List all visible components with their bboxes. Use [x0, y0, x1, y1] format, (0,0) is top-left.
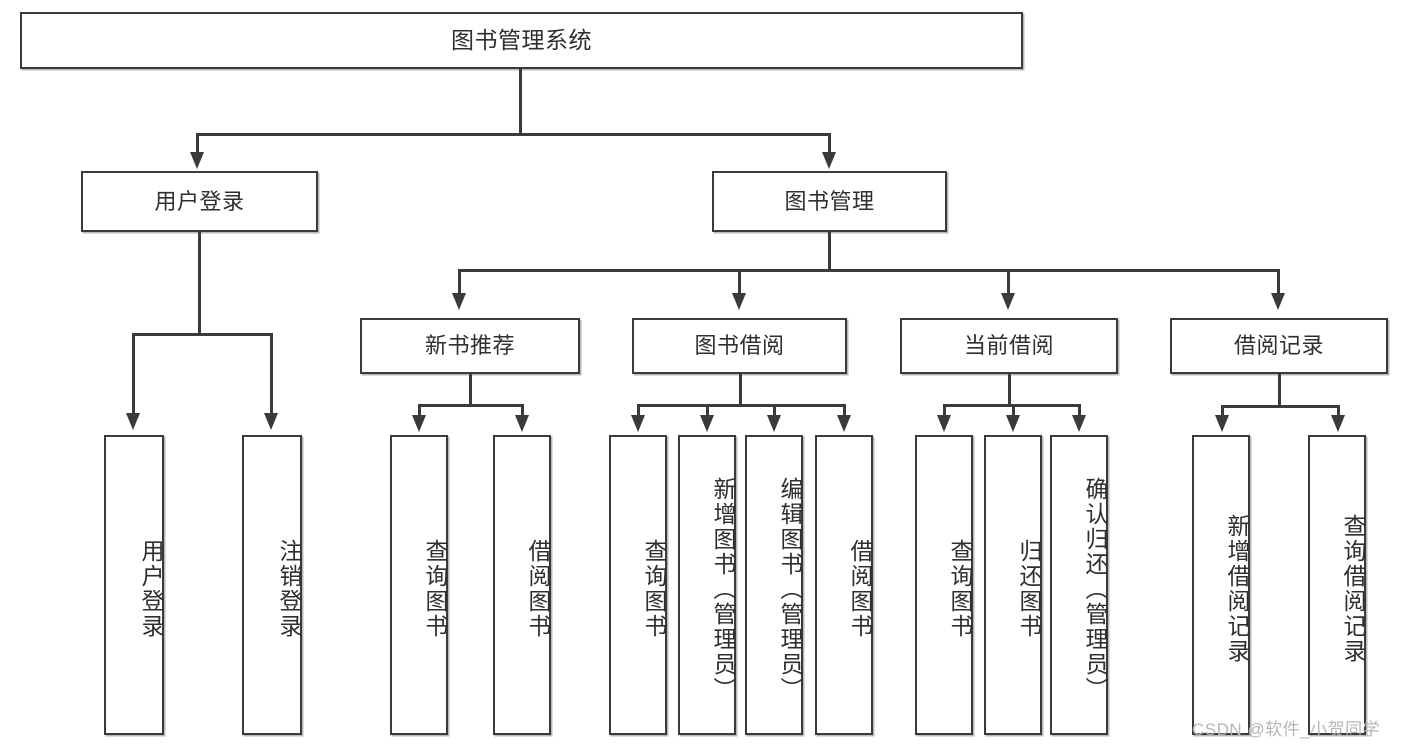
leaf-cb-return-book[interactable]: 归还图书	[984, 435, 1042, 735]
connector-root-to-user-login	[196, 133, 199, 155]
connector-bb-stem	[739, 374, 742, 406]
node-label: 当前借阅	[963, 333, 1054, 359]
leaf-cb-confirm-return-admin[interactable]: 确认归还（管理员）	[1050, 435, 1108, 735]
connector-bb-child-3	[773, 404, 776, 420]
connector-root-to-book-manage	[828, 133, 831, 155]
connector-cb-child-2	[1012, 404, 1015, 420]
node-label: 用户登录	[154, 188, 245, 214]
arrow-bm-child-4	[1271, 293, 1285, 310]
leaf-cb-query-book[interactable]: 查询图书	[915, 435, 973, 735]
leaf-br-query-record[interactable]: 查询借阅记录	[1308, 435, 1366, 735]
node-new-book-recommend[interactable]: 新书推荐	[360, 318, 580, 374]
connector-nbr-child-1	[418, 404, 421, 420]
node-label: 用户登录	[138, 539, 164, 639]
connector-root-bar	[197, 133, 830, 136]
arrow-cb-child-1	[937, 415, 951, 432]
arrow-user-login-child-2	[264, 413, 278, 430]
leaf-bb-query-book[interactable]: 查询图书	[609, 435, 667, 735]
connector-bb-child-2	[706, 404, 709, 420]
node-label: 图书管理	[784, 188, 875, 214]
connector-book-management-bar	[458, 269, 1280, 272]
leaf-bb-borrow-book[interactable]: 借阅图书	[815, 435, 873, 735]
connector-br-child-2	[1337, 405, 1340, 420]
node-label: 查询图书	[641, 539, 667, 639]
leaf-nbr-borrow-book[interactable]: 借阅图书	[493, 435, 551, 735]
node-current-borrow[interactable]: 当前借阅	[900, 318, 1118, 374]
leaf-bb-edit-book-admin[interactable]: 编辑图书（管理员）	[745, 435, 803, 735]
connector-bm-child-3	[1007, 269, 1010, 295]
leaf-nbr-query-book[interactable]: 查询图书	[390, 435, 448, 735]
connector-bb-bar	[637, 404, 846, 407]
arrow-bm-child-1	[452, 293, 466, 310]
node-label: 新书推荐	[424, 333, 515, 359]
connector-bm-child-1	[458, 269, 461, 295]
connector-bb-child-1	[637, 404, 640, 420]
arrow-root-to-user-login	[190, 152, 204, 169]
node-label: 注销登录	[276, 539, 302, 639]
node-label: 借阅图书	[525, 539, 551, 639]
arrow-bb-child-2	[700, 415, 714, 432]
node-book-management[interactable]: 图书管理	[712, 171, 947, 232]
leaf-user-login-logout[interactable]: 注销登录	[242, 435, 302, 735]
arrow-cb-child-2	[1006, 415, 1020, 432]
connector-user-login-bar	[132, 333, 273, 336]
node-root-system[interactable]: 图书管理系统	[20, 12, 1023, 69]
node-book-borrow[interactable]: 图书借阅	[632, 318, 847, 374]
node-label: 编辑图书（管理员）	[777, 476, 803, 702]
arrow-root-to-book-manage	[822, 152, 836, 169]
connector-cb-child-1	[943, 404, 946, 420]
connector-nbr-child-2	[521, 404, 524, 420]
connector-user-login-stem	[198, 232, 201, 335]
node-label: 新增借阅记录	[1224, 514, 1250, 664]
csdn-watermark: CSDN @软件_小贺同学	[1192, 720, 1381, 739]
arrow-user-login-child-1	[126, 413, 140, 430]
connector-bm-child-2	[738, 269, 741, 295]
arrow-bb-child-1	[631, 415, 645, 432]
node-label: 归还图书	[1016, 539, 1042, 639]
arrow-bm-child-3	[1001, 293, 1015, 310]
node-label: 借阅图书	[847, 539, 873, 639]
connector-br-stem	[1278, 374, 1281, 407]
node-borrow-record[interactable]: 借阅记录	[1170, 318, 1388, 374]
node-label: 图书借阅	[694, 333, 785, 359]
connector-root-stem	[519, 69, 522, 135]
connector-bm-child-4	[1277, 269, 1280, 295]
arrow-nbr-child-2	[515, 415, 529, 432]
arrow-bb-child-4	[837, 415, 851, 432]
node-user-login[interactable]: 用户登录	[81, 171, 318, 232]
connector-br-bar	[1221, 405, 1340, 408]
connector-user-login-child-1	[132, 333, 135, 415]
arrow-cb-child-3	[1072, 415, 1086, 432]
arrow-br-child-1	[1215, 415, 1229, 432]
leaf-br-add-record[interactable]: 新增借阅记录	[1192, 435, 1250, 735]
node-label: 图书管理系统	[451, 26, 592, 53]
connector-br-child-1	[1221, 405, 1224, 420]
leaf-bb-add-book-admin[interactable]: 新增图书（管理员）	[678, 435, 736, 735]
connector-cb-child-3	[1078, 404, 1081, 420]
arrow-nbr-child-1	[412, 415, 426, 432]
arrow-br-child-2	[1331, 415, 1345, 432]
connector-nbr-bar	[418, 404, 524, 407]
arrow-bm-child-2	[732, 293, 746, 310]
connector-user-login-child-2	[270, 333, 273, 415]
connector-book-management-stem	[828, 232, 831, 271]
connector-nbr-stem	[469, 374, 472, 406]
connector-cb-stem	[1008, 374, 1011, 406]
node-label: 查询借阅记录	[1340, 514, 1366, 664]
node-label: 借阅记录	[1233, 333, 1324, 359]
node-label: 确认归还（管理员）	[1082, 476, 1108, 702]
node-label: 查询图书	[422, 539, 448, 639]
connector-bb-child-4	[843, 404, 846, 420]
arrow-bb-child-3	[767, 415, 781, 432]
node-label: 查询图书	[947, 539, 973, 639]
node-label: 新增图书（管理员）	[710, 476, 736, 702]
leaf-user-login-login[interactable]: 用户登录	[104, 435, 164, 735]
